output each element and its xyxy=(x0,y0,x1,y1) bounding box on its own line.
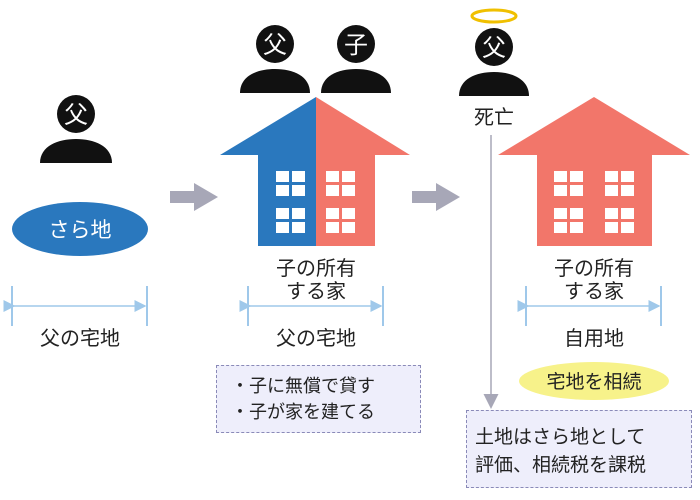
child-house-label-line1: 子の所有 xyxy=(276,256,356,280)
dimension-line-own-use-land xyxy=(517,286,662,326)
father-glyph: 父 xyxy=(64,101,88,129)
conclusion-box: 土地はさら地として 評価、相続税を課税 xyxy=(466,410,692,488)
sarachi-badge: さら地 xyxy=(12,202,148,256)
deceased-father-icon: 父 xyxy=(459,8,529,96)
condition-item-1: ・子に無償で貸す xyxy=(231,376,375,397)
dimension-line-father-land-2 xyxy=(239,286,384,326)
flow-arrow-2 xyxy=(412,183,460,211)
child-glyph: 子 xyxy=(344,31,368,59)
conclusion-line-2: 評価、相続税を課税 xyxy=(475,454,647,476)
child-house-label-right-line1: 子の所有 xyxy=(554,256,634,280)
shared-house-icon xyxy=(220,97,410,246)
death-label: 死亡 xyxy=(474,105,514,129)
dimension-line-father-land xyxy=(3,286,148,326)
father-person-icon: 父 xyxy=(40,95,112,163)
child-house-icon xyxy=(498,97,690,246)
child-house-label-right-line2: する家 xyxy=(564,279,624,303)
inherit-badge: 宅地を相続 xyxy=(519,362,669,400)
child-house-label-line2: する家 xyxy=(286,279,346,303)
condition-item-2: ・子が家を建てる xyxy=(231,402,375,423)
flow-arrow-1 xyxy=(170,183,218,211)
deceased-father-glyph: 父 xyxy=(482,34,506,62)
father-land-label: 父の宅地 xyxy=(40,326,120,350)
child-person-icon: 子 xyxy=(321,25,391,93)
father-person-icon-2: 父 xyxy=(240,25,310,93)
inherit-badge-label: 宅地を相続 xyxy=(546,371,641,393)
conclusion-line-1: 土地はさら地として xyxy=(475,426,646,448)
father-land-label-2: 父の宅地 xyxy=(276,326,356,350)
own-use-land-label: 自用地 xyxy=(564,326,624,350)
conditions-box: ・子に無償で貸す ・子が家を建てる xyxy=(216,365,421,433)
sarachi-label: さら地 xyxy=(49,218,112,242)
halo-icon xyxy=(470,8,518,24)
father-glyph-2: 父 xyxy=(263,31,287,59)
